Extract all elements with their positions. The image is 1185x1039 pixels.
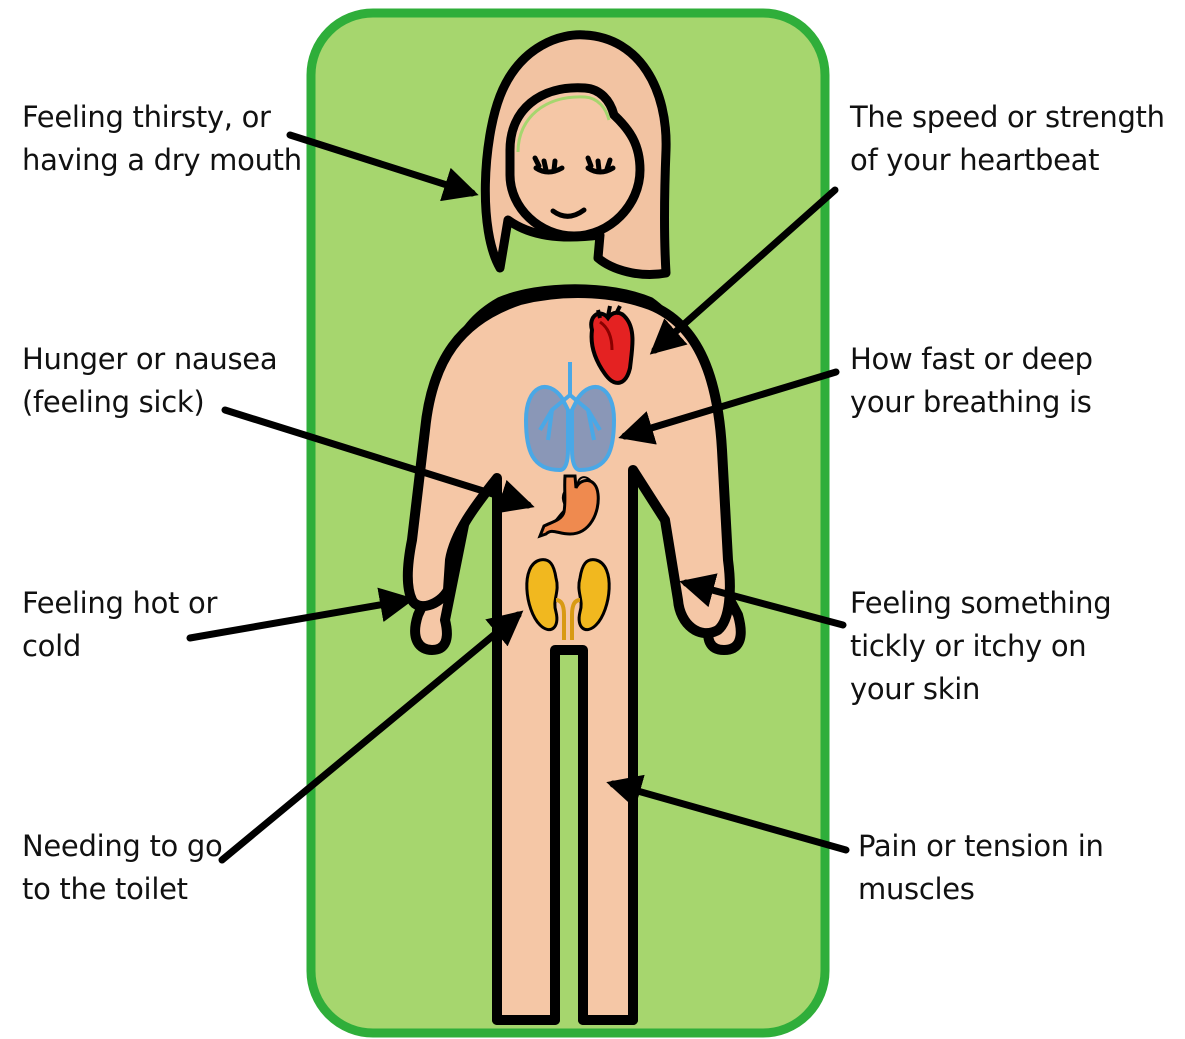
label-hunger: Hunger or nausea (feeling sick) — [22, 338, 277, 424]
label-thirst: Feeling thirsty, or having a dry mouth — [22, 96, 302, 182]
label-temperature: Feeling hot or cold — [22, 582, 217, 668]
label-heartbeat: The speed or strength of your heartbeat — [850, 96, 1165, 182]
label-muscles: Pain or tension in muscles — [858, 825, 1104, 911]
label-breathing: How fast or deep your breathing is — [850, 338, 1093, 424]
label-toilet: Needing to go to the toilet — [22, 825, 222, 911]
label-skin: Feeling something tickly or itchy on you… — [850, 582, 1111, 711]
